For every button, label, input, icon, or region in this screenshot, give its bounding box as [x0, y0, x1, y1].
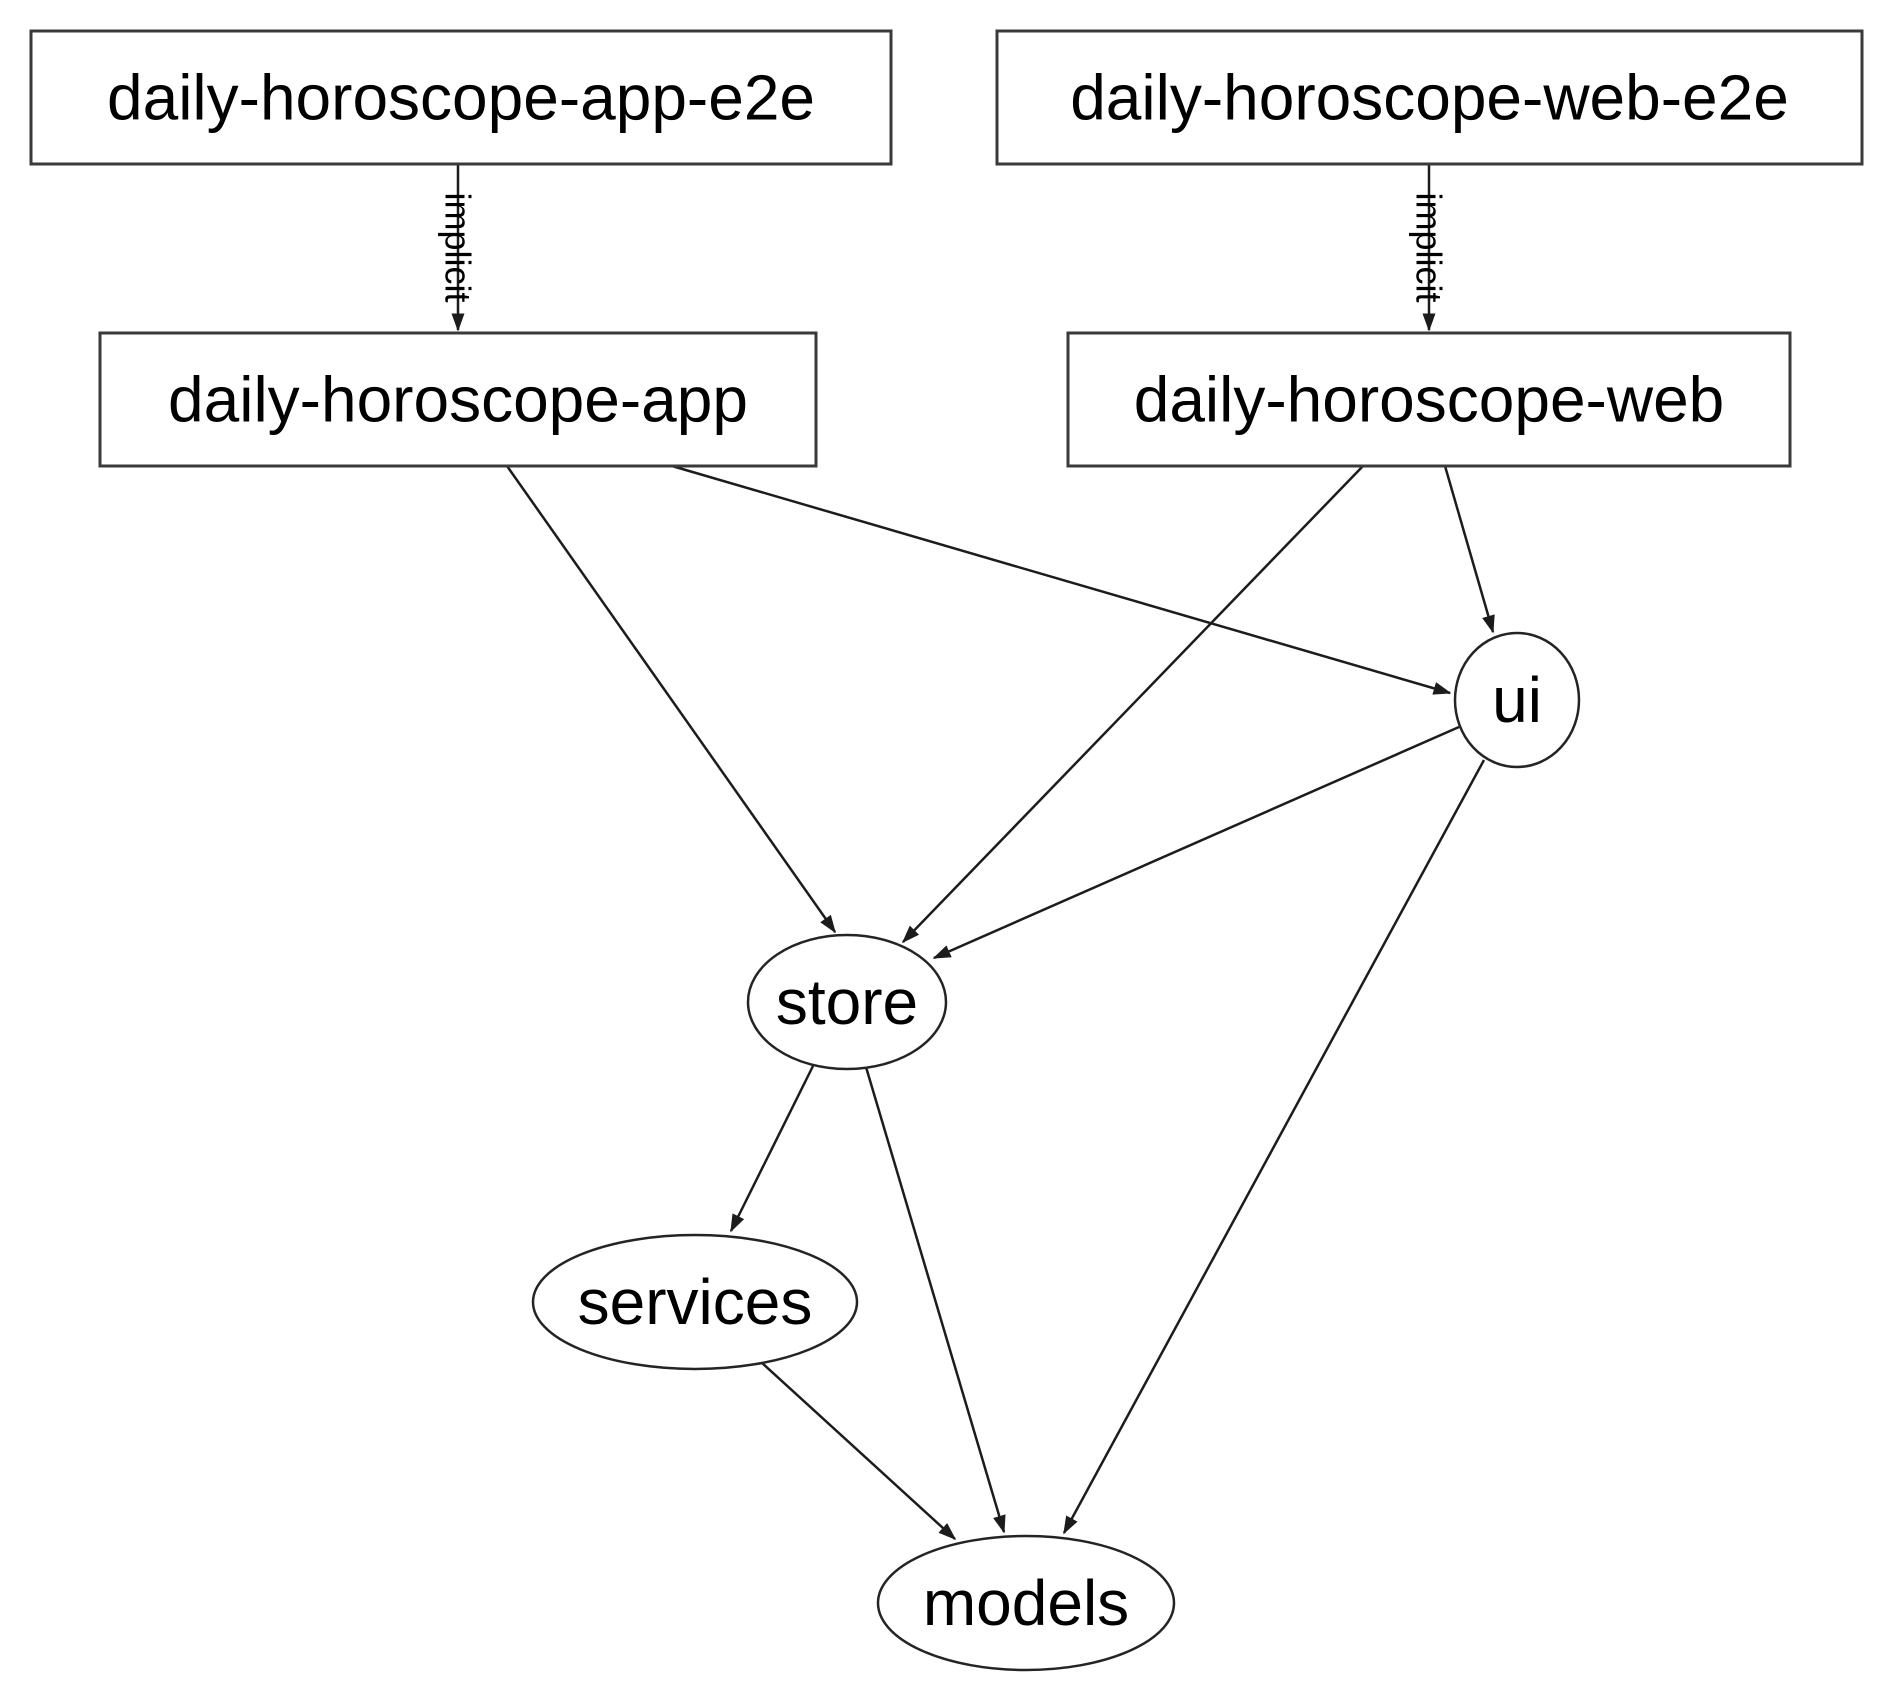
library-node-ellipse: [876, 1534, 1176, 1672]
library-node-ellipse: [746, 933, 948, 1071]
node-label: models: [923, 1567, 1129, 1639]
node-label: ui: [1492, 664, 1542, 736]
nodes-layer: daily-horoscope-app-e2e daily-horoscope-w…: [29, 29, 1864, 1672]
project-node-box: [995, 29, 1864, 166]
edge-ui-to-models: [1062, 759, 1486, 1535]
node-daily-horoscope-app[interactable]: daily-horoscope-app: [98, 331, 818, 468]
project-node-box: [29, 29, 893, 166]
node-label: daily-horoscope-web-e2e: [1070, 62, 1789, 134]
edge-daily-horoscope-web-to-store: [901, 465, 1364, 944]
node-daily-horoscope-web-e2e[interactable]: daily-horoscope-web-e2e: [995, 29, 1864, 166]
project-node-box: [1066, 331, 1792, 468]
edge-services-to-models: [760, 1361, 957, 1541]
node-label: services: [578, 1266, 813, 1338]
node-ui[interactable]: ui: [1453, 631, 1581, 769]
node-services[interactable]: services: [531, 1233, 859, 1371]
library-node-ellipse: [1453, 631, 1581, 769]
edge-label-implicit: implicit: [1409, 192, 1450, 302]
edge-ui-to-store: [932, 725, 1460, 960]
node-daily-horoscope-web[interactable]: daily-horoscope-web: [1066, 331, 1792, 468]
node-store[interactable]: store: [746, 933, 948, 1071]
library-node-ellipse: [531, 1233, 859, 1371]
edge-store-to-models: [864, 1066, 1006, 1534]
edge-store-to-services: [729, 1065, 815, 1233]
node-label: daily-horoscope-web: [1134, 364, 1725, 436]
edges-layer: implicit implicit: [438, 165, 1495, 1541]
edge-daily-horoscope-app-to-ui: [671, 464, 1452, 695]
project-node-box: [98, 331, 818, 468]
node-daily-horoscope-app-e2e[interactable]: daily-horoscope-app-e2e: [29, 29, 893, 166]
node-label: daily-horoscope-app: [168, 364, 748, 436]
node-label: daily-horoscope-app-e2e: [107, 62, 815, 134]
node-label: store: [776, 966, 918, 1038]
edge-daily-horoscope-app-to-store: [505, 465, 837, 934]
edge-daily-horoscope-web-to-ui: [1443, 465, 1495, 634]
edge-label-implicit: implicit: [438, 192, 479, 302]
node-models[interactable]: models: [876, 1534, 1176, 1672]
